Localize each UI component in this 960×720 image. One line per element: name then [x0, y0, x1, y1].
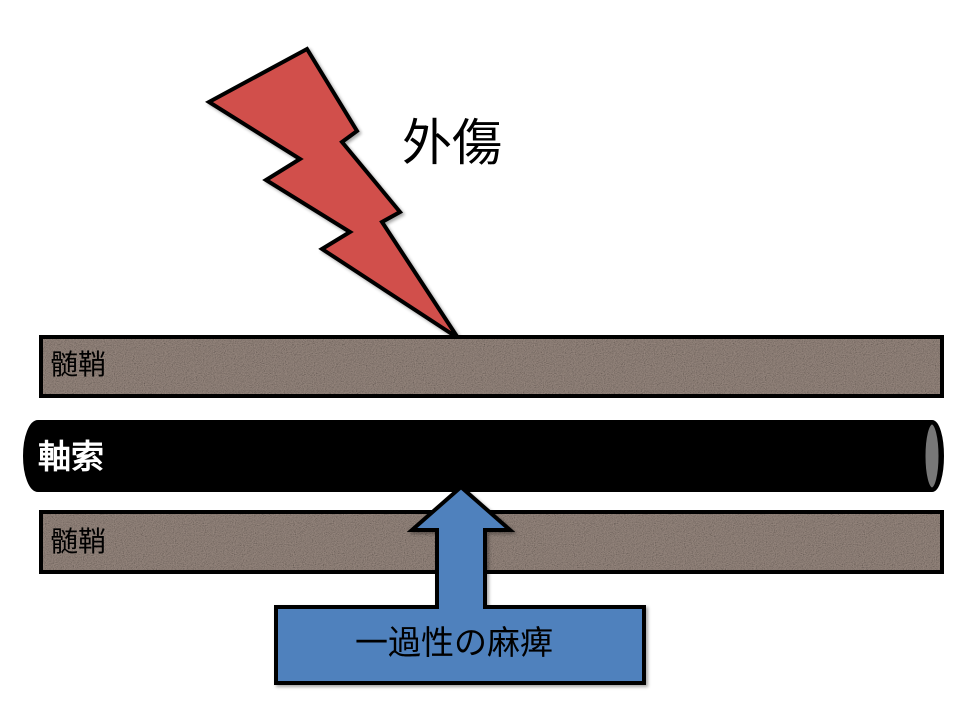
myelin-sheath-bottom-label: 髄鞘 — [50, 525, 107, 558]
myelin-sheath-top — [39, 335, 944, 398]
axon-end-cap — [922, 421, 942, 491]
myelin-sheath-top-label: 髄鞘 — [50, 348, 107, 381]
neurapraxia-label: 一過性の麻痺 — [355, 623, 553, 662]
axon-cylinder — [23, 420, 944, 492]
lightning-bolt-icon — [205, 46, 460, 340]
trauma-label: 外傷 — [402, 114, 502, 172]
myelin-sheath-top-outline — [39, 335, 944, 398]
axon-label: 軸索 — [38, 437, 104, 476]
up-arrow-icon — [274, 484, 646, 685]
